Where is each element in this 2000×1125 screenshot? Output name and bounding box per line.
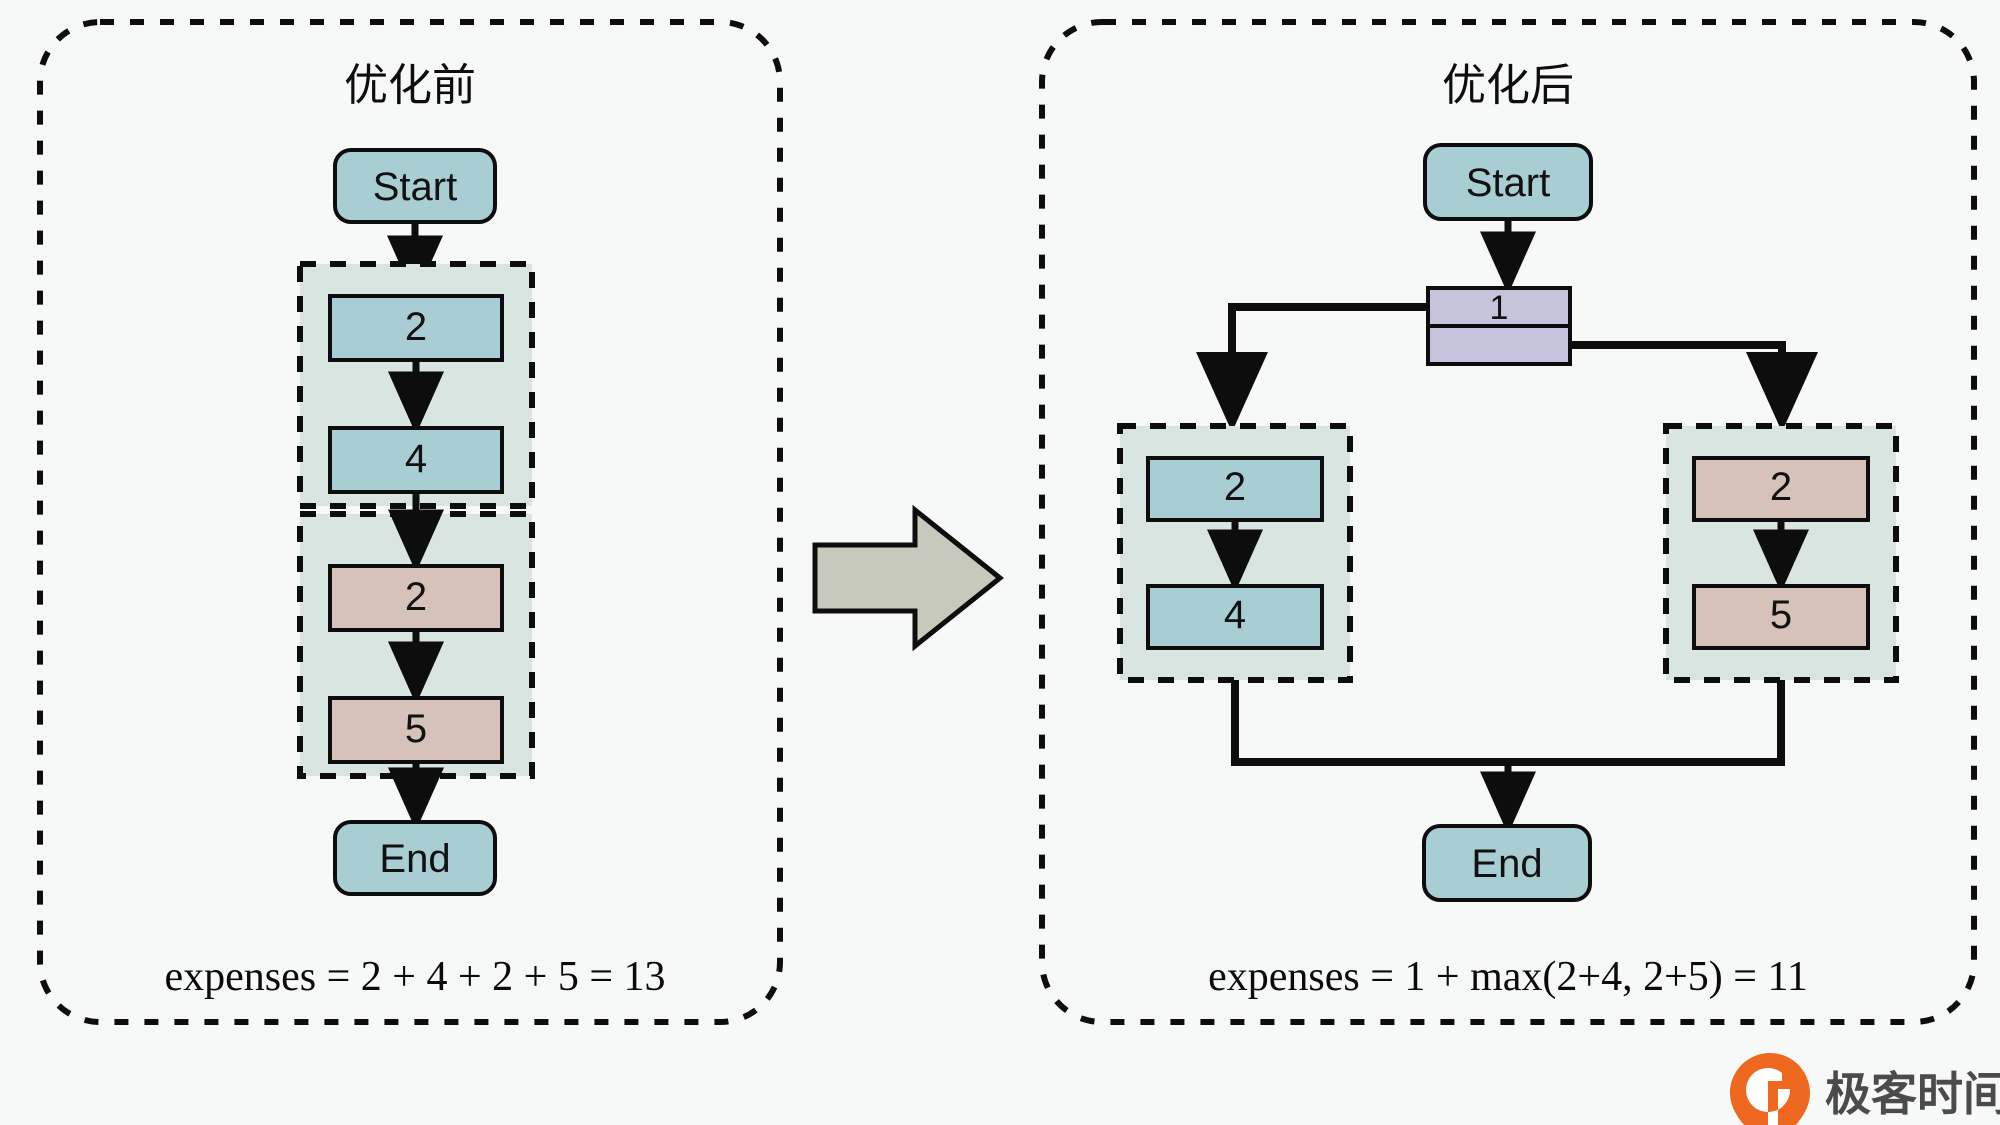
- watermark: 极客时间: [1730, 1053, 2000, 1125]
- before-node-2a[interactable]: [328, 294, 504, 362]
- panel-after-border: [1039, 19, 1977, 1025]
- after-fork-label: 1: [1490, 289, 1509, 327]
- before-start-label: Start: [373, 165, 457, 209]
- after-end-label: End: [1471, 842, 1542, 886]
- after-left-node-2-label: 2: [1224, 465, 1246, 509]
- watermark-text: 极客时间: [1825, 1068, 2000, 1120]
- before-end-label: End: [379, 837, 450, 881]
- before-node-5-label: 5: [405, 707, 427, 751]
- after-right-node-2-label: 2: [1770, 465, 1792, 509]
- after-start-label: Start: [1466, 161, 1550, 205]
- after-edge-fork-to-left: [1196, 303, 1428, 432]
- panel-before-border: [37, 19, 783, 1025]
- before-node-2b-label: 2: [405, 575, 427, 619]
- after-right-node-5-label: 5: [1770, 593, 1792, 637]
- after-fork-node[interactable]: 1: [1426, 286, 1572, 366]
- before-end-node[interactable]: [333, 820, 497, 896]
- after-left-node-4-label: 4: [1224, 593, 1246, 637]
- after-end-node[interactable]: [1422, 824, 1592, 902]
- before-formula: expenses = 2 + 4 + 2 + 5 = 13: [164, 954, 665, 1000]
- panel-before-title: 优化前: [344, 61, 476, 110]
- before-node-4-label: 4: [405, 437, 427, 481]
- after-left-node-2[interactable]: [1146, 456, 1324, 522]
- after-right-node-2[interactable]: [1692, 456, 1870, 522]
- before-node-2b[interactable]: [328, 564, 504, 632]
- after-formula: expenses = 1 + max(2+4, 2+5) = 11: [1208, 954, 1808, 1000]
- before-node-4[interactable]: [328, 426, 504, 494]
- after-left-node-4[interactable]: [1146, 584, 1324, 650]
- after-right-node-5[interactable]: [1692, 584, 1870, 650]
- transform-arrow: [812, 504, 1005, 652]
- panel-before: 优化前 Start 2 4 2 5 End expenses = 2 + 4 +…: [37, 19, 783, 1025]
- before-node-2a-label: 2: [405, 305, 427, 349]
- panel-after: 优化后 Start 1 2 4 2 5: [1039, 19, 1977, 1025]
- geektime-logo-icon: [1730, 1053, 1810, 1125]
- after-edge-fork-to-right: [1570, 341, 1818, 432]
- after-fork-node-bottom[interactable]: [1426, 324, 1572, 366]
- panel-after-title: 优化后: [1442, 61, 1574, 110]
